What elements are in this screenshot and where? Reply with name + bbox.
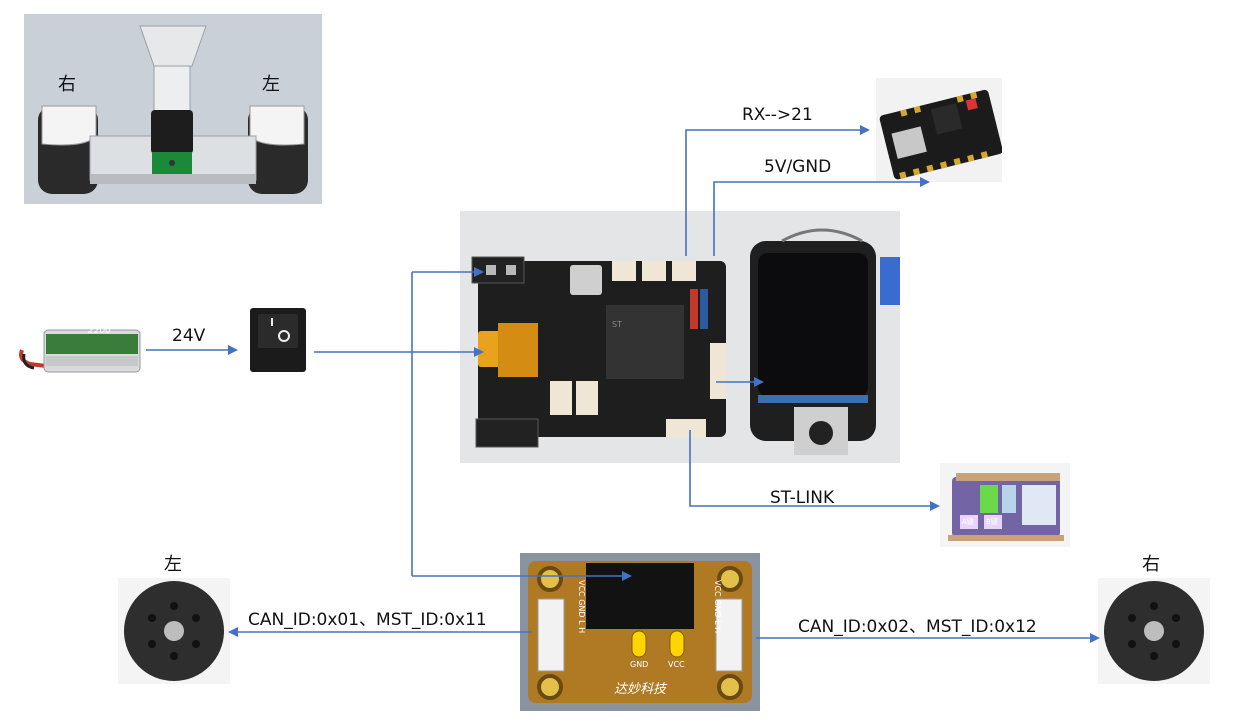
lipo-battery bbox=[19, 329, 141, 373]
can-adapter-board bbox=[520, 553, 760, 711]
debugger-b-button: B键 bbox=[986, 518, 998, 526]
left-motor bbox=[118, 578, 230, 684]
debugger-a-button: A键 bbox=[962, 518, 974, 526]
robot-render bbox=[24, 14, 322, 204]
can-left-label: CAN_ID:0x01、MST_ID:0x11 bbox=[248, 610, 487, 630]
render-right-side-label: 左 bbox=[262, 74, 280, 95]
battery-capacity: 2200 bbox=[88, 326, 111, 336]
right-motor bbox=[1098, 578, 1210, 684]
power-wire bbox=[713, 177, 930, 256]
can-vcc-label: VCC bbox=[668, 660, 685, 669]
right-motor-label: 右 bbox=[1142, 554, 1160, 575]
can-gnd-label: GND bbox=[630, 660, 649, 669]
svg-text:ST: ST bbox=[612, 320, 622, 329]
stlink-wire bbox=[689, 430, 940, 511]
can-right-label: CAN_ID:0x02、MST_ID:0x12 bbox=[798, 617, 1037, 637]
render-left-side-label: 右 bbox=[58, 74, 76, 95]
rx-wire bbox=[685, 125, 870, 256]
main-controller-board: ST bbox=[460, 211, 900, 463]
rx-label: RX-->21 bbox=[742, 105, 813, 125]
esp32-c3-board bbox=[876, 78, 1002, 182]
power-label: 5V/GND bbox=[764, 157, 832, 177]
power-switch bbox=[238, 298, 314, 376]
can-board-brand: 达妙科技 bbox=[614, 682, 667, 697]
left-motor-label: 左 bbox=[164, 554, 182, 575]
voltage-label: 24V bbox=[172, 326, 206, 346]
stlink-label: ST-LINK bbox=[770, 488, 835, 508]
stlink-debugger bbox=[940, 463, 1070, 547]
